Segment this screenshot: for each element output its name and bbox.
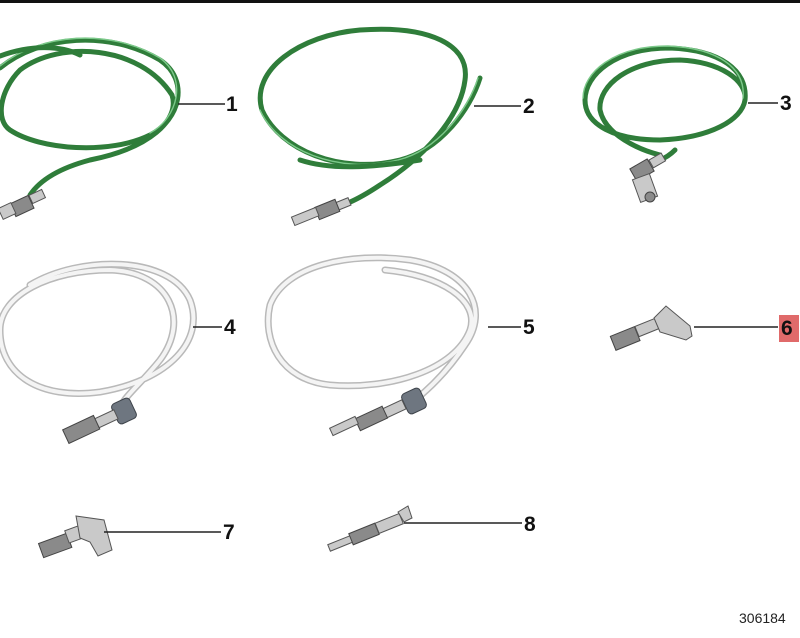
part-5-white-cable[interactable]: [264, 254, 479, 437]
part-1-terminal: [0, 188, 47, 221]
part-6-socket-terminal[interactable]: [609, 305, 693, 351]
part-3-green-cable[interactable]: [582, 45, 748, 203]
part-3-terminal: [629, 152, 667, 203]
diagram-reference-number: 306184: [739, 610, 786, 626]
callout-5[interactable]: 5: [523, 316, 535, 339]
part-4-terminal: [61, 397, 137, 445]
part-8-pin-terminal[interactable]: [327, 505, 413, 552]
callout-7[interactable]: 7: [223, 521, 235, 544]
part-4-white-cable[interactable]: [0, 260, 197, 445]
part-1-green-cable[interactable]: [0, 37, 181, 221]
part-2-green-cable[interactable]: [257, 26, 483, 227]
callout-6[interactable]: 6: [781, 317, 793, 340]
callout-8[interactable]: 8: [524, 513, 536, 536]
callout-2[interactable]: 2: [523, 95, 535, 118]
callout-3[interactable]: 3: [780, 92, 792, 115]
callout-1[interactable]: 1: [226, 93, 238, 116]
part-5-terminal: [328, 387, 427, 437]
part-7-socket-terminal[interactable]: [37, 515, 113, 559]
callout-6-highlight: [779, 315, 799, 342]
callout-4[interactable]: 4: [224, 316, 236, 339]
top-border: [0, 0, 800, 3]
part-2-terminal: [290, 197, 352, 227]
